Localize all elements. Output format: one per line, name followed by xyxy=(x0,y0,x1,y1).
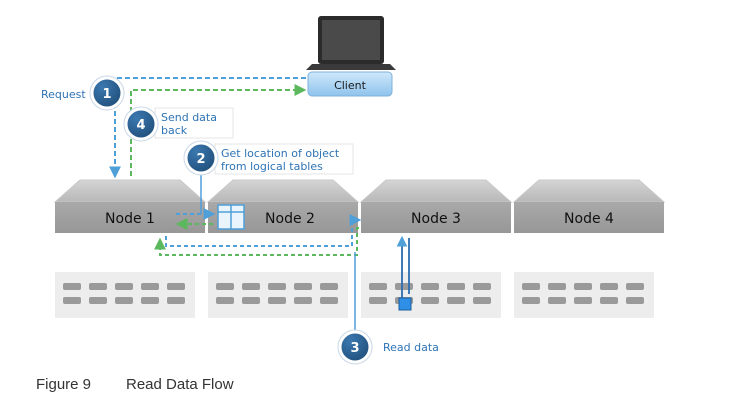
disk-icon xyxy=(369,297,387,304)
disk-array-4 xyxy=(514,272,654,318)
disk-icon xyxy=(548,297,566,304)
disk-icon xyxy=(522,283,540,290)
disk-icon xyxy=(600,297,618,304)
step-2-label-line1: Get location of object xyxy=(221,147,340,160)
read-request-arrow xyxy=(165,214,362,247)
step-4-label-line1: Send data xyxy=(161,111,217,124)
node-1-label: Node 1 xyxy=(105,211,155,227)
disk-icon xyxy=(242,283,260,290)
disk-icon xyxy=(447,283,465,290)
step-1: 1 Request xyxy=(41,75,125,111)
figure-number: Figure 9 xyxy=(36,376,92,393)
disk-icon xyxy=(141,297,159,304)
disk-icon xyxy=(294,283,312,290)
disk-icon xyxy=(320,283,338,290)
disk-icon xyxy=(600,283,618,290)
disk-icon xyxy=(395,283,413,290)
client-laptop: Client xyxy=(306,16,396,97)
disk-icon xyxy=(473,297,491,304)
lookup-arrow xyxy=(175,170,216,230)
logical-table-icon xyxy=(217,204,245,230)
step-3-label: Read data xyxy=(383,341,439,354)
disk-icon xyxy=(320,297,338,304)
step-1-label: Request xyxy=(41,88,86,101)
node-4: Node 4 xyxy=(512,179,666,233)
send-data-back-arrow xyxy=(130,84,307,176)
disk-array-1 xyxy=(55,272,195,318)
step-1-number: 1 xyxy=(102,87,111,102)
figure-caption: Figure 9 Read Data Flow xyxy=(36,376,234,393)
disk-icon xyxy=(167,283,185,290)
disk-icon xyxy=(115,283,133,290)
step-3: 3 Read data xyxy=(337,329,439,365)
figure-title: Read Data Flow xyxy=(126,376,234,393)
node-2-label: Node 2 xyxy=(265,211,315,227)
node-1: Node 1 xyxy=(53,179,207,233)
step-4-label-line2: back xyxy=(161,124,188,137)
disk-icon xyxy=(522,297,540,304)
node-4-label: Node 4 xyxy=(564,211,614,227)
laptop-icon xyxy=(306,16,396,70)
disk-icon xyxy=(369,283,387,290)
disk-read-arrows xyxy=(396,235,412,311)
disk-icon xyxy=(268,297,286,304)
disk-icon xyxy=(216,283,234,290)
disk-icon xyxy=(447,297,465,304)
disk-array-3 xyxy=(361,272,501,318)
step-2-label-line2: from logical tables xyxy=(221,160,323,173)
disk-icon xyxy=(626,297,644,304)
client-label: Client xyxy=(334,79,367,92)
step-4: 4 Send data back xyxy=(123,106,234,142)
step-3-number: 3 xyxy=(350,341,359,356)
disk-icon xyxy=(473,283,491,290)
disk-icon xyxy=(268,283,286,290)
step-4-number: 4 xyxy=(136,118,145,133)
node-3: Node 3 xyxy=(359,179,513,233)
disk-icon xyxy=(242,297,260,304)
disk-icon xyxy=(294,297,312,304)
step-2: 2 Get location of object from logical ta… xyxy=(183,140,354,176)
disk-icon xyxy=(141,283,159,290)
disk-icon xyxy=(167,297,185,304)
disk-icon xyxy=(63,297,81,304)
disk-icon xyxy=(421,297,439,304)
disk-icon xyxy=(421,283,439,290)
disk-icon xyxy=(89,297,107,304)
disk-icon xyxy=(548,283,566,290)
node-2: Node 2 xyxy=(206,179,360,233)
disk-icon xyxy=(574,297,592,304)
disk-icon xyxy=(574,283,592,290)
disk-icon xyxy=(216,297,234,304)
disk-icon xyxy=(89,283,107,290)
step-2-number: 2 xyxy=(196,152,205,167)
read-response-arrow xyxy=(154,227,359,256)
request-arrow xyxy=(109,77,306,179)
disk-array-2 xyxy=(208,272,348,318)
disk-icon xyxy=(115,297,133,304)
disk-icon xyxy=(63,283,81,290)
disk-icon xyxy=(626,283,644,290)
data-block-icon xyxy=(398,297,412,311)
node-3-label: Node 3 xyxy=(411,211,461,227)
